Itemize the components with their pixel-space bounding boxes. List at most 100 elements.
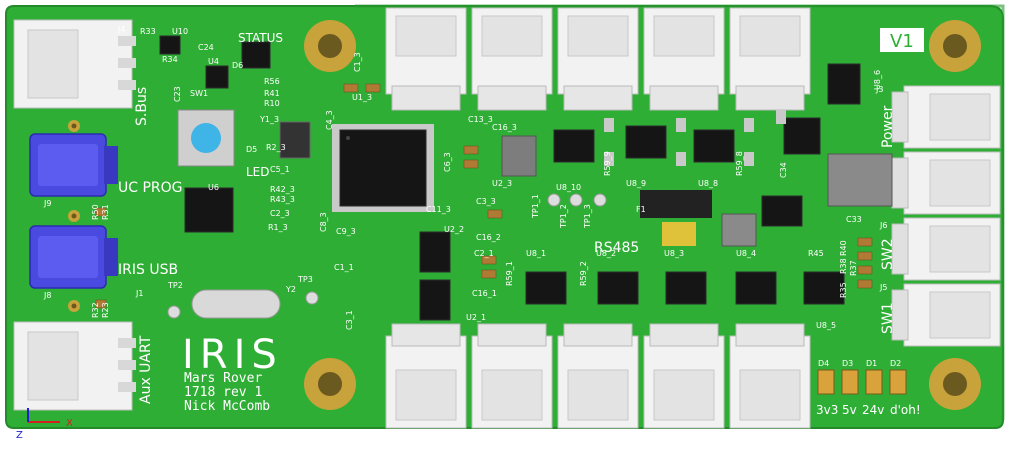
label-j8: J8	[43, 291, 51, 300]
mounting-hole-top-left	[304, 20, 356, 72]
label-r32: R32	[91, 302, 100, 318]
chip-power-reg-2	[721, 213, 757, 247]
chip-u10	[159, 35, 181, 55]
label-u8-1: U8_1	[526, 249, 546, 258]
label-u6: U6	[208, 183, 219, 192]
label-r1-3: R1_3	[268, 223, 288, 232]
label-c1-1: C1_1	[334, 263, 354, 272]
label-sw1: SW1	[880, 302, 896, 334]
version-text: V1	[890, 31, 914, 52]
label-r2-3: R2_3	[266, 143, 286, 152]
label-r40: R40	[839, 240, 848, 256]
right-connector-j6[interactable]	[891, 217, 1001, 281]
top-connector-5[interactable]	[729, 7, 811, 111]
usb-connector-iris-usb-j8[interactable]	[29, 225, 118, 289]
connector-aux-uart[interactable]	[13, 321, 136, 411]
programming-button[interactable]	[177, 109, 235, 167]
bottom-connector-5[interactable]	[729, 323, 811, 429]
right-connector-row	[891, 85, 1001, 347]
label-tp3: TP3	[297, 275, 313, 284]
axis-indicator: X Z	[16, 408, 73, 441]
top-connector-1[interactable]	[385, 7, 467, 111]
top-connector-2[interactable]	[471, 7, 553, 111]
led-label-3v3: 3v3	[816, 403, 838, 417]
label-u8-4: U8_4	[736, 249, 756, 258]
label-u2-3: U2_3	[492, 179, 512, 188]
label-j5: J5	[879, 283, 887, 292]
label-r37: R37	[849, 260, 858, 276]
crystal-y2	[191, 289, 281, 319]
label-iris-usb: IRIS USB	[118, 262, 178, 278]
label-j1: J1	[135, 289, 143, 298]
bottom-connector-3[interactable]	[557, 323, 639, 429]
label-j9: J9	[43, 199, 51, 208]
top-connector-4[interactable]	[643, 7, 725, 111]
label-r23: R23	[101, 302, 110, 318]
label-d4: D4	[818, 359, 829, 368]
board-revision: 1718 rev 1	[184, 385, 262, 400]
board-author: Nick McComb	[184, 399, 270, 414]
right-connector-2[interactable]	[891, 151, 1001, 215]
label-y1-3: Y1_3	[259, 115, 279, 124]
label-u8-10: U8_10	[556, 183, 581, 192]
label-r41: R41	[264, 89, 280, 98]
label-c34: C34	[779, 162, 788, 178]
top-connector-row	[385, 7, 811, 111]
led-label-doh: d'oh!	[890, 403, 921, 417]
mounting-hole-bottom-left	[304, 358, 356, 410]
mcu-chip-u1-3	[332, 124, 434, 212]
label-u8-2: U8_2	[596, 249, 616, 258]
board-title: IRIS	[182, 332, 283, 378]
fuse-gold	[662, 222, 696, 246]
label-c1-3: C1_3	[353, 52, 362, 72]
label-r45: R45	[808, 249, 824, 258]
label-aux-uart: Aux UART	[138, 335, 154, 404]
label-c13-3: C13_3	[468, 115, 493, 124]
usb-connector-uc-prog-j9[interactable]	[29, 133, 118, 197]
smd-resistors	[95, 83, 873, 309]
chip-u8-6	[827, 63, 861, 105]
power-module	[827, 153, 893, 207]
label-c23: C23	[173, 86, 182, 102]
label-c6-3: C6_3	[443, 152, 452, 172]
bottom-connector-4[interactable]	[643, 323, 725, 429]
label-r56: R56	[264, 77, 280, 86]
label-uc-prog: UC PROG	[118, 180, 183, 196]
label-sw1-small: SW1	[190, 89, 208, 98]
right-connector-j5[interactable]	[891, 283, 1001, 347]
label-u2-1: U2_1	[466, 313, 486, 322]
mounting-hole-bottom-right	[929, 358, 981, 410]
label-r50: R50	[91, 204, 100, 220]
bottom-connector-2[interactable]	[471, 323, 553, 429]
crystal-y1-3	[279, 121, 311, 159]
label-u10: U10	[172, 27, 188, 36]
label-status: STATUS	[238, 31, 283, 45]
label-j3: J3	[875, 85, 883, 94]
label-tp1-3: TP1_3	[583, 204, 592, 229]
label-r59-8: R59_8	[735, 151, 744, 176]
label-d6: D6	[232, 61, 243, 70]
label-j6: J6	[879, 221, 887, 230]
label-r42-3: R42_3	[270, 185, 295, 194]
label-u8-9: U8_9	[626, 179, 646, 188]
fuse-f1	[640, 190, 712, 218]
label-c16-3: C16_3	[492, 123, 517, 132]
label-sbus: S.Bus	[134, 87, 150, 126]
label-tp1-2: TP1_2	[559, 204, 568, 229]
label-c33: C33	[846, 215, 862, 224]
chip-u2-1	[419, 279, 451, 321]
top-connector-3[interactable]	[557, 7, 639, 111]
right-connector-j3[interactable]	[891, 85, 1001, 149]
connector-sbus-j4[interactable]	[13, 19, 136, 109]
label-rs485: RS485	[594, 240, 639, 256]
label-u4: U4	[208, 57, 219, 66]
label-tp1-1: TP1_1	[531, 194, 540, 219]
led-label-24v: 24v	[862, 403, 884, 417]
label-sw2: SW2	[880, 238, 896, 270]
chip-u4	[205, 65, 229, 89]
axis-z-label: Z	[16, 430, 23, 441]
status-led-chip	[241, 41, 271, 69]
label-c8-3: C8_3	[319, 212, 328, 232]
bottom-connector-1[interactable]	[385, 323, 467, 429]
